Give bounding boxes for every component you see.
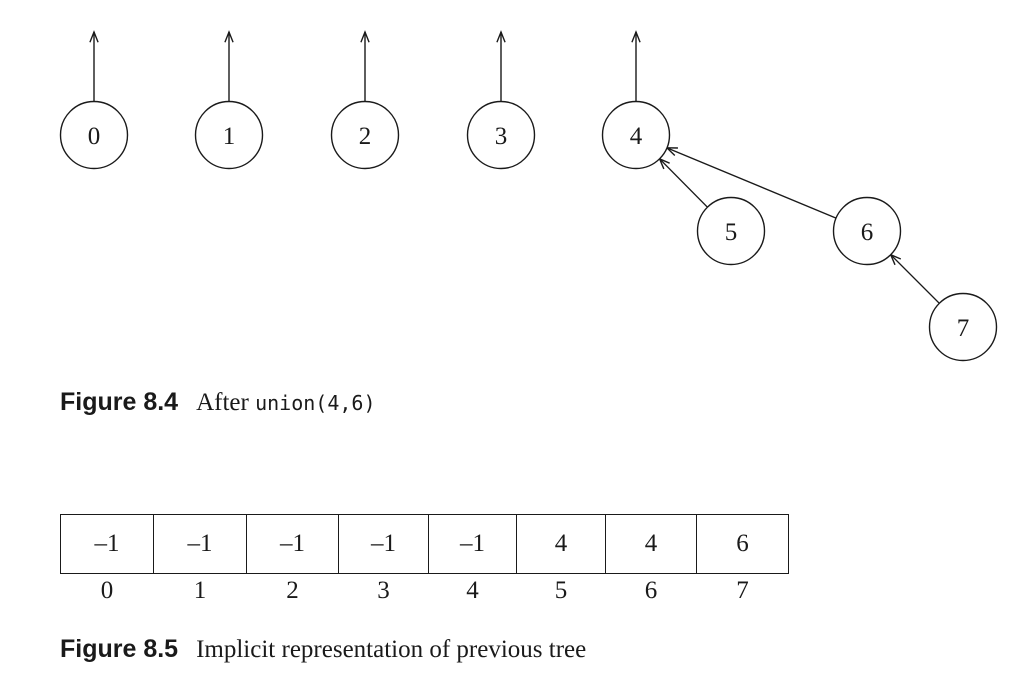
tree-node: 1 (194, 100, 264, 170)
node-circle (928, 292, 998, 362)
node-label: 4 (630, 123, 643, 150)
root-arrow (360, 30, 370, 102)
array-index: 7 (736, 577, 749, 604)
figure-8-4-caption: Figure 8.4 After union(4,6) (60, 388, 376, 417)
array-index: 5 (554, 577, 568, 604)
tree-node: 3 (466, 100, 536, 170)
figure-number: Figure 8.4 (60, 388, 179, 416)
array-index: 2 (286, 577, 299, 604)
array-cell: –1 (338, 514, 429, 574)
array-index: 6 (644, 577, 658, 604)
node-circle (696, 196, 766, 266)
tree-node: 5 (696, 196, 766, 266)
root-arrow (496, 30, 506, 102)
array-cell: –1 (246, 514, 339, 574)
node-circle (59, 100, 129, 170)
tree-node: 6 (832, 196, 902, 266)
root-arrow (224, 30, 234, 102)
array-cell: 4 (605, 514, 697, 574)
node-circle (330, 100, 400, 170)
node-circle (194, 100, 264, 170)
tree-node: 4 (601, 100, 671, 170)
array-cell: –1 (153, 514, 247, 574)
tree-node: 7 (928, 292, 998, 362)
array-cell: 6 (696, 514, 789, 574)
caption-code: union(4,6) (255, 391, 376, 415)
array-index: 3 (377, 577, 390, 604)
array-index: 1 (193, 577, 207, 604)
node-circle (601, 100, 671, 170)
array-cell: –1 (60, 514, 154, 574)
parent-edge (889, 253, 940, 304)
array-indices-row: 0 1 2 3 4 5 6 7 (61, 574, 789, 607)
union-find-forest: 0 1 2 3 4 5 6 7 (59, 30, 998, 362)
node-label: 5 (725, 219, 738, 246)
array-cell: 4 (516, 514, 606, 574)
figure-8-5-caption: Figure 8.5 Implicit representation of pre… (60, 635, 586, 664)
tree-node: 0 (59, 100, 129, 170)
root-arrow (631, 30, 641, 102)
caption-text: After (196, 389, 256, 416)
array-index: 0 (100, 577, 114, 604)
tree-node: 2 (330, 100, 400, 170)
root-arrow (89, 30, 99, 102)
node-label: 6 (861, 219, 874, 246)
node-label: 0 (88, 123, 101, 150)
array-cell: –1 (428, 514, 517, 574)
node-label: 1 (223, 123, 236, 150)
node-label: 2 (359, 123, 372, 150)
array-index: 4 (466, 577, 479, 604)
node-circle (832, 196, 902, 266)
node-label: 3 (495, 123, 508, 150)
parent-edge (658, 157, 708, 208)
figure-number: Figure 8.5 (60, 635, 179, 663)
node-circle (466, 100, 536, 170)
caption-text: Implicit representation of previous tree (196, 636, 587, 663)
node-label: 7 (957, 315, 970, 342)
